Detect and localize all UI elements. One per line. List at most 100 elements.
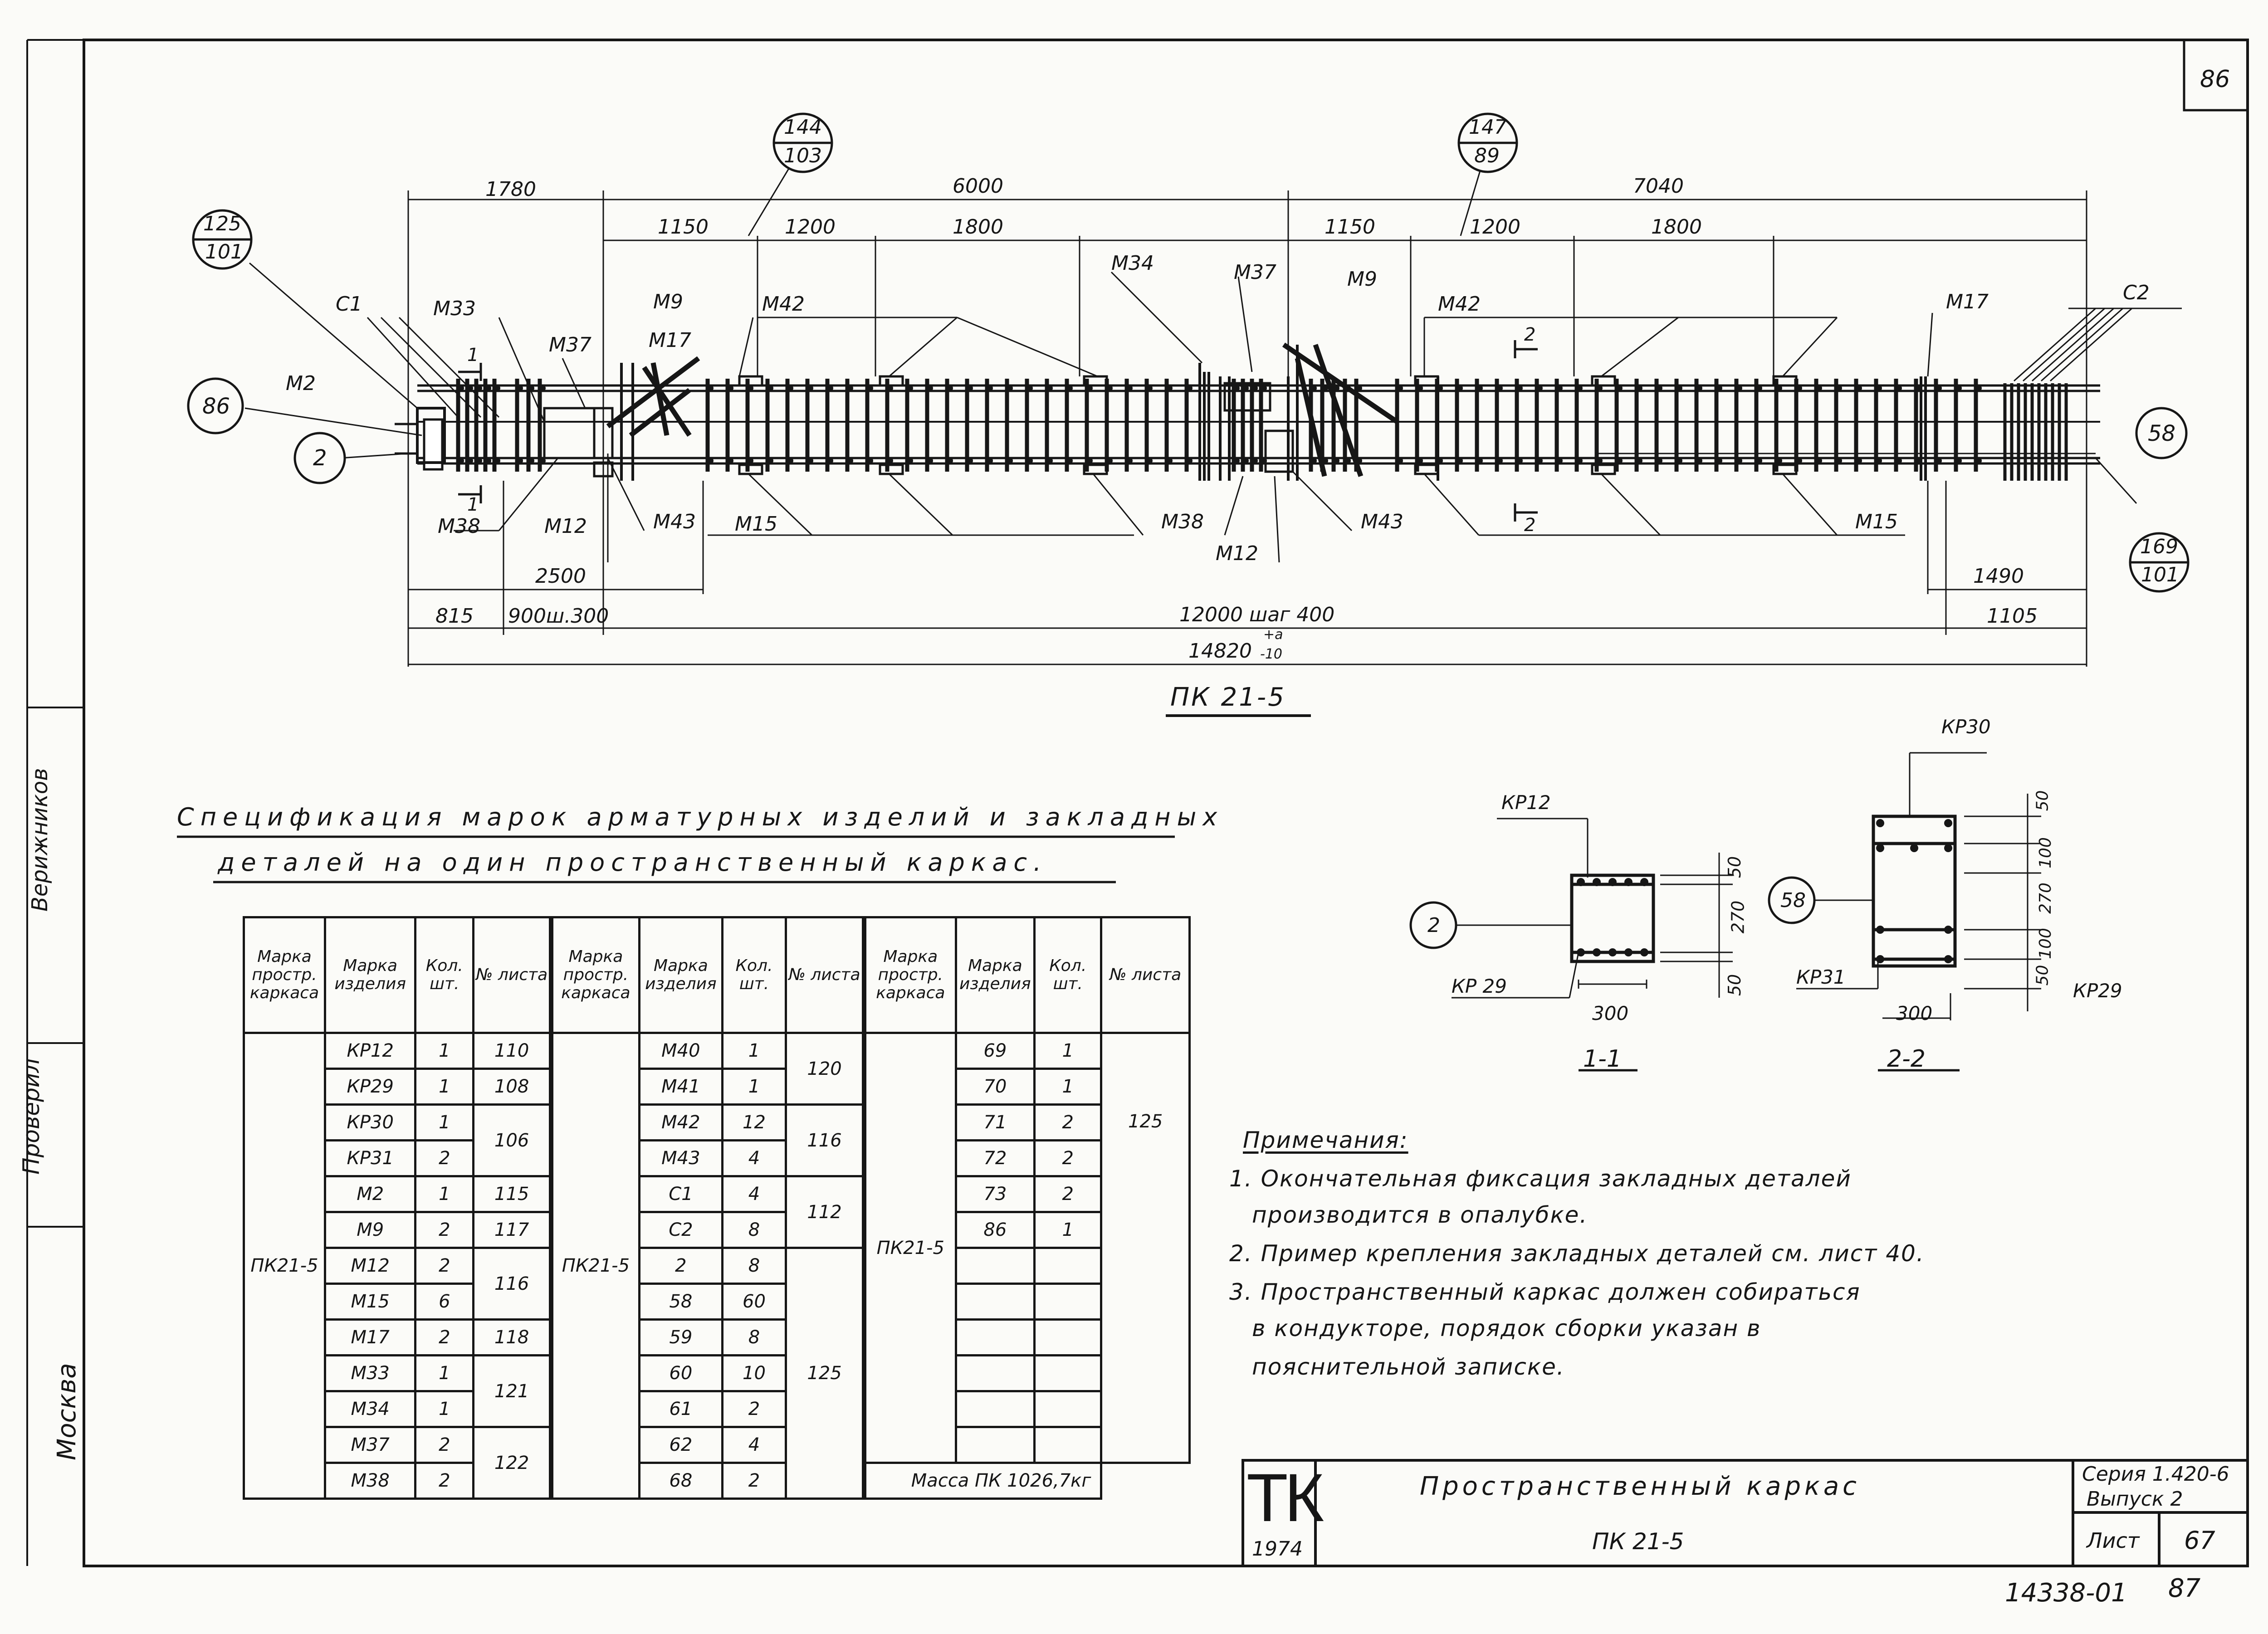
- mass-cell: Масса ПК 1026,7кг: [864, 1462, 1103, 1500]
- empty-cell: [954, 1390, 1036, 1428]
- dim-1800b: 1800: [1651, 215, 1702, 239]
- frame-mark-cell: ПК21-5: [551, 1032, 640, 1500]
- bar-dot: [1936, 385, 1942, 391]
- header-sheet: № листа: [785, 916, 864, 1034]
- bar-dot: [787, 385, 793, 391]
- spec-title-line1: Спецификация марок арматурных изделий и …: [177, 803, 1224, 831]
- bar-dot: [1516, 458, 1523, 464]
- left-strip-city: Москва: [52, 1363, 82, 1460]
- header-frame-mark: Марка простр. каркаса: [243, 916, 326, 1034]
- dim-6000: 6000: [953, 175, 1003, 198]
- empty-cell: [1033, 1318, 1103, 1356]
- dim-1105: 1105: [1987, 605, 2038, 628]
- item-mark: М41: [638, 1068, 723, 1106]
- sec2-h3: 270: [2036, 883, 2055, 914]
- bar-dot: [907, 385, 913, 391]
- item-qty: 12: [721, 1103, 787, 1141]
- item-mark: 69: [954, 1032, 1036, 1070]
- frame-mark-cell: ПК21-5: [243, 1032, 326, 1500]
- bar-dot: [1310, 458, 1317, 464]
- bar-dot: [1046, 385, 1053, 391]
- item-mark: М33: [323, 1354, 417, 1392]
- sec1-h3: 50: [1725, 974, 1745, 996]
- sheet-no: 125: [785, 1247, 864, 1500]
- label-M12b: М12: [1216, 542, 1258, 565]
- item-mark: М40: [638, 1032, 723, 1070]
- item-mark: М37: [323, 1426, 417, 1464]
- bar-dot: [887, 458, 893, 464]
- bar-dot: [987, 385, 993, 391]
- bar-dot: [1696, 385, 1702, 391]
- item-qty: 2: [1033, 1139, 1103, 1177]
- empty-cell: [954, 1247, 1036, 1285]
- sheet-no: 118: [472, 1318, 551, 1356]
- empty-cell: [954, 1318, 1036, 1356]
- sec2-width: 300: [1896, 1002, 1933, 1024]
- bar-dot: [1233, 385, 1240, 391]
- bar-dot: [707, 385, 714, 391]
- circle-58: 58: [2148, 421, 2176, 446]
- bar-dot: [1536, 458, 1543, 464]
- bar-dot: [907, 458, 913, 464]
- dim-1150a: 1150: [658, 215, 709, 239]
- sec2-kr-left: КР31: [1796, 966, 1846, 988]
- item-qty: 4: [721, 1426, 787, 1464]
- main-drawing-label: ПК 21-5: [1170, 683, 1286, 712]
- bar-dot: [1876, 385, 1882, 391]
- bar-dot: [1816, 385, 1822, 391]
- bar-dot: [1616, 385, 1623, 391]
- item-qty: 2: [721, 1390, 787, 1428]
- bar-dot: [847, 385, 853, 391]
- sheet-no: 120: [785, 1032, 864, 1106]
- item-qty: 1: [414, 1103, 475, 1141]
- bar-dot: [1596, 458, 1603, 464]
- header-item-mark: Марка изделия: [638, 916, 723, 1034]
- bar-dot: [747, 458, 753, 464]
- bar-dot: [767, 458, 773, 464]
- empty-cell: [954, 1354, 1036, 1392]
- item-qty: 2: [1033, 1175, 1103, 1213]
- item-qty: 2: [414, 1247, 475, 1285]
- bar-dot: [927, 458, 933, 464]
- spec-title-lines: [177, 835, 1175, 883]
- bar-dot: [1496, 385, 1503, 391]
- callout-147-top: 147: [1469, 116, 1507, 139]
- empty-cell: [1033, 1354, 1103, 1392]
- bar-dot: [1146, 385, 1153, 391]
- label-M38a: М38: [438, 515, 480, 538]
- sec1-h2: 270: [1728, 900, 1748, 934]
- dim-815: 815: [435, 605, 474, 628]
- sec2-h4: 100: [2036, 928, 2055, 959]
- item-qty: 1: [414, 1032, 475, 1070]
- bar-dot: [867, 458, 873, 464]
- bar-dot: [1233, 458, 1240, 464]
- sheet-no: 116: [785, 1103, 864, 1177]
- sheet-no: 108: [472, 1068, 551, 1106]
- label-sec2-bottom: 2: [1524, 515, 1536, 536]
- bar-dot: [1896, 385, 1902, 391]
- label-M33: М33: [433, 297, 476, 320]
- bar-dot: [1636, 385, 1642, 391]
- item-qty: 1: [414, 1068, 475, 1106]
- bar-dot: [1146, 458, 1153, 464]
- item-mark: 58: [638, 1283, 723, 1321]
- item-mark: 2: [638, 1247, 723, 1285]
- bar-dot: [847, 458, 853, 464]
- item-mark: 60: [638, 1354, 723, 1392]
- title-sub: ПК 21-5: [1592, 1528, 1684, 1555]
- header-qty: Кол. шт.: [414, 916, 475, 1034]
- bar-dot: [727, 385, 733, 391]
- sheet-number-top: 86: [2200, 66, 2230, 93]
- sheet-no: 116: [472, 1247, 551, 1321]
- title-series: Серия 1.420-6: [2082, 1463, 2229, 1486]
- bar-dot: [1796, 458, 1802, 464]
- bar-dot: [1676, 458, 1682, 464]
- item-qty: 4: [721, 1175, 787, 1213]
- callout-125-top: 125: [203, 212, 241, 235]
- bar-dot: [1106, 458, 1113, 464]
- label-sec1-top: 1: [467, 345, 479, 366]
- title-sheet-no: 67: [2184, 1526, 2215, 1555]
- item-mark: М9: [323, 1211, 417, 1249]
- bar-dot: [1457, 385, 1463, 391]
- bar-dot: [1656, 385, 1662, 391]
